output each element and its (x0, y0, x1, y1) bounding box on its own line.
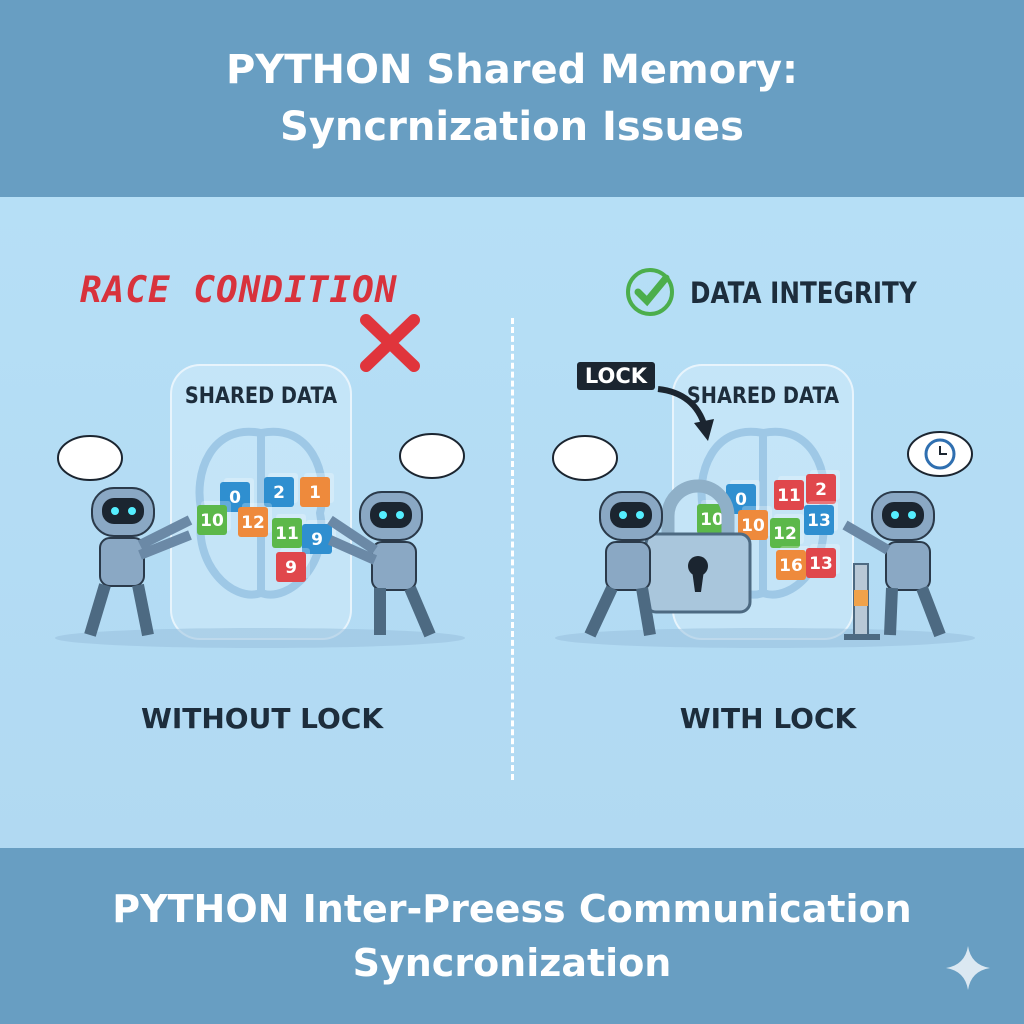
shared-data-title: SHARED DATA (686, 384, 840, 409)
sparkle-icon (946, 946, 990, 990)
data-cube: 11 (272, 518, 302, 548)
race-condition-heading: RACE CONDITION (80, 270, 398, 311)
red-x-icon (360, 314, 420, 372)
header: PYTHON Shared Memory: Syncrnization Issu… (0, 0, 1024, 197)
title-line-1: PYTHON Shared Memory: (225, 46, 799, 93)
data-cube: 12 (770, 518, 800, 548)
padlock-icon (644, 479, 752, 614)
data-cube: 1 (300, 477, 330, 507)
data-cube: 2 (264, 477, 294, 507)
bollard-icon (844, 563, 880, 640)
data-cube: 2 (806, 474, 836, 504)
data-cube: 10 (738, 510, 768, 540)
data-cube: 13 (806, 548, 836, 578)
footer-line-1: PYTHON Inter-Preess Communication (112, 887, 912, 931)
without-lock-caption: WITHOUT LOCK (140, 702, 384, 735)
lock-label: LOCK (577, 362, 655, 390)
arrow-icon (657, 386, 714, 441)
data-cube: 0 (726, 484, 756, 514)
data-integrity-heading: DATA INTEGRITY (690, 276, 917, 310)
title-line-2: Syncrnization Issues (280, 103, 744, 150)
green-check-icon (626, 268, 674, 316)
dashed-divider (511, 318, 514, 780)
data-cube: 10 (197, 505, 227, 535)
ground-shadow (555, 628, 975, 648)
shared-data-title: SHARED DATA (184, 384, 338, 409)
footer: PYTHON Inter-Preess Communication Syncro… (0, 848, 1024, 1024)
with-lock-caption: WITH LOCK (679, 702, 857, 735)
data-cube: 9 (302, 524, 332, 554)
data-cube: 11 (774, 480, 804, 510)
data-cube: 16 (776, 550, 806, 580)
data-cube: 13 (804, 505, 834, 535)
data-cube: 9 (276, 552, 306, 582)
data-cube: 12 (238, 507, 268, 537)
footer-line-2: Syncronization (352, 941, 672, 985)
ground-shadow (55, 628, 465, 648)
